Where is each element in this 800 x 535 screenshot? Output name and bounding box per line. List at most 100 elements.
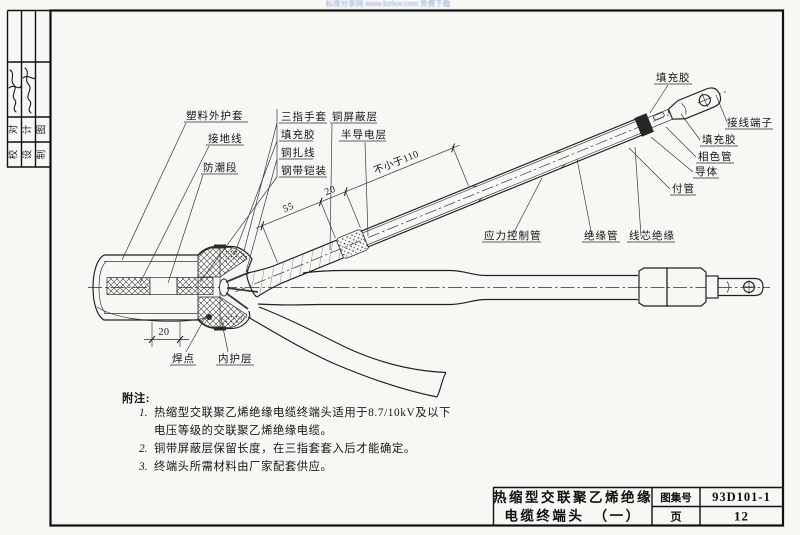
filling-glue-patch-top xyxy=(222,249,248,262)
label-inner-sheath: 内护层 xyxy=(218,352,253,365)
atlas-no-value: 93D101-1 xyxy=(712,490,771,504)
label-moisture-proof-section: 防潮段 xyxy=(203,161,238,174)
glove-outline-bottom xyxy=(197,310,251,330)
leader-lines-left xyxy=(121,122,369,284)
note-2-num: 2. xyxy=(139,443,147,455)
insulation-tube-outline xyxy=(361,118,644,248)
label-copper-binding-wire: 铜扎线 xyxy=(281,146,316,159)
note-1-line-1: 热缩型交联聚乙烯绝缘电缆终端头适用于8.7/10kV及以下 xyxy=(154,405,451,419)
label-conductor: 导体 xyxy=(695,166,718,178)
label-filling-glue-c: 填充胶 xyxy=(702,133,737,146)
lug-hole-crosshair xyxy=(697,93,712,108)
middle-terminal-block-1 xyxy=(638,267,668,307)
part-labels: 塑料外护套 接地线 防潮段 三指手套 填充胶 铜扎线 钢带铠装 铜屏蔽层 半导电… xyxy=(172,71,773,365)
label-three-finger-glove: 三指手套 xyxy=(281,110,327,123)
left-dimension-20: 20 xyxy=(144,322,189,347)
watermark-text: 标准分享网 www.bzfxw.com 免费下载 xyxy=(326,0,451,8)
atlas-no-label: 图集号 xyxy=(660,491,692,504)
label-core-insulation: 线芯绝缘 xyxy=(629,229,675,242)
label-underlines-right xyxy=(170,83,773,366)
signature-strip-grid xyxy=(6,9,51,168)
lower-branch-cut-end xyxy=(436,372,447,398)
title-block-grid xyxy=(492,486,783,526)
solder-point xyxy=(206,314,212,320)
label-filling-glue-b: 填充胶 xyxy=(656,71,691,84)
stress-tube-hatch xyxy=(247,240,344,298)
label-auxiliary-tube: 付管 xyxy=(672,182,695,195)
label-filling-glue-a: 填充胶 xyxy=(281,128,316,141)
moisture-proof-gap xyxy=(149,277,178,295)
note-1-line-2: 电压等级的交联聚乙烯绝缘电缆。 xyxy=(154,423,332,437)
dimension-ticks xyxy=(260,143,456,231)
three-finger-glove-body xyxy=(96,244,259,331)
armor-braid-band-left xyxy=(106,277,151,295)
middle-terminal-lug xyxy=(717,277,764,297)
label-phase-color-tube: 相色管 xyxy=(698,150,733,163)
signature-scribble-1 xyxy=(8,69,22,113)
middle-terminal-step xyxy=(705,275,719,299)
lug-window-1 xyxy=(653,112,665,121)
label-semiconductive-layer: 半导电层 xyxy=(341,128,387,141)
label-stress-control-tube: 应力控制管 xyxy=(484,229,542,242)
note-2-line-1: 铜带屏蔽层保留长度，在三指套套入后才能确定。 xyxy=(154,441,416,455)
glove-outline-top xyxy=(197,245,253,273)
cable-outer-sheath-outline xyxy=(92,254,198,321)
title-block: 热缩型交联聚乙烯绝缘 电缆终端头 （一） 图集号 93D101-1 页 12 xyxy=(492,486,783,526)
insulation-tube-inner xyxy=(362,120,643,246)
sheet-border xyxy=(49,9,785,527)
page-no-value: 12 xyxy=(734,509,749,524)
tube-joint-marks xyxy=(470,151,566,203)
clamp-mark-bottom xyxy=(214,326,226,331)
clamp-mark-top xyxy=(214,244,226,249)
strip-char-xiao: 校 xyxy=(8,149,20,159)
title-line-2: 电缆终端头 （一） xyxy=(504,508,641,524)
label-steel-tape-armor: 钢带铠装 xyxy=(281,164,327,177)
label-plastic-outer-sheath: 塑料外护套 xyxy=(186,109,244,122)
label-copper-shield-layer: 铜屏蔽层 xyxy=(332,111,378,123)
strip-char-ji: 计 xyxy=(22,124,34,134)
armor-braid-band-right xyxy=(176,277,214,295)
strip-char-dui: 对 xyxy=(8,124,20,134)
lower-branch-bottom xyxy=(247,316,438,398)
middle-phase-assembly xyxy=(257,267,764,307)
filling-glue-band xyxy=(634,113,654,137)
strip-char-she: 设 xyxy=(23,149,34,159)
label-grounding-wire: 接地线 xyxy=(208,132,243,145)
copper-shield-section xyxy=(335,229,370,259)
dim-55-text: 55 xyxy=(281,201,295,215)
dim-20-diagonal-text: 20 xyxy=(323,184,337,198)
signature-scribble-2 xyxy=(22,67,37,114)
middle-lug-crosshair xyxy=(742,280,756,294)
leader-lines-right xyxy=(185,84,728,353)
notes-block: 附注: 1. 热缩型交联聚乙烯绝缘电缆终端头适用于8.7/10kV及以下 电压等… xyxy=(122,391,451,473)
filling-glue-patch-bottom xyxy=(222,313,248,326)
title-line-1: 热缩型交联聚乙烯绝缘 xyxy=(493,489,653,505)
middle-tube-top xyxy=(302,269,638,277)
strip-char-tu: 图 xyxy=(37,125,48,135)
lug-bend-mark xyxy=(681,103,687,115)
terminal-lug-shape xyxy=(667,87,722,120)
dim-min-110-text: 不小于110 xyxy=(372,148,421,177)
conductor-neck xyxy=(636,108,673,135)
strip-char-zhi: 制 xyxy=(36,150,48,160)
left-dim-ticks xyxy=(148,335,184,344)
cable-end-cap-inner xyxy=(98,261,107,314)
cable-body xyxy=(92,254,214,321)
signature-strip: 对 计 图 校 设 制 xyxy=(6,9,51,168)
label-weld-point: 焊点 xyxy=(172,353,195,365)
note-3-num: 3. xyxy=(138,461,147,473)
grounding-wire-line xyxy=(96,306,207,322)
label-underlines-left xyxy=(184,109,386,178)
glove-finger-outline xyxy=(246,239,344,298)
lower-branch-top xyxy=(258,306,447,374)
middle-lug-bend-mark xyxy=(726,281,730,293)
dimension-lines xyxy=(255,144,469,263)
note-1-num: 1. xyxy=(139,407,147,419)
middle-tube-bottom xyxy=(257,298,638,306)
label-terminal-lug: 接线端子 xyxy=(727,116,773,129)
middle-terminal-block-2 xyxy=(666,267,707,307)
note-3-line-1: 终端头所需材料由厂家配套供应。 xyxy=(154,459,332,473)
lower-phase-branch xyxy=(247,306,447,398)
